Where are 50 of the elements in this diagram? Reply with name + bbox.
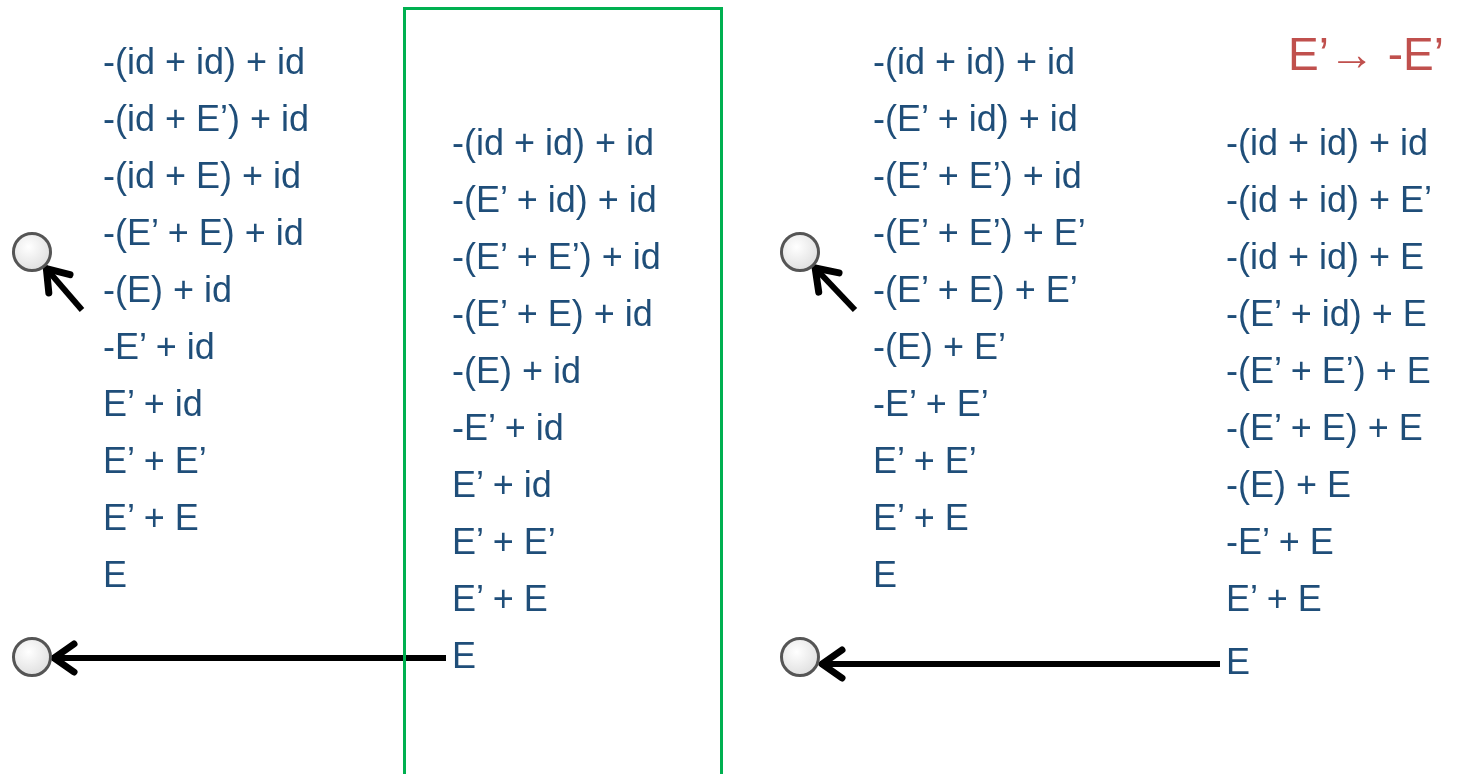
derivation-line: -(E) + id <box>452 349 582 393</box>
derivation-line: -(E) + E <box>1226 463 1351 507</box>
derivation-line: -(E’ + E) + E <box>1226 406 1423 450</box>
derivation-line: E’ + E’ <box>452 520 556 564</box>
derivation-line: -(id + id) + id <box>873 40 1076 84</box>
derivation-line: -(E’ + E’) + E <box>1226 349 1431 393</box>
derivation-line: -(E) + id <box>103 268 233 312</box>
derivation-line: E’ + E <box>452 577 548 621</box>
derivation-line: -(id + E’) + id <box>103 97 310 141</box>
derivation-line: -(E’ + id) + id <box>873 97 1078 141</box>
derivation-line: -(E’ + E) + E’ <box>873 268 1078 312</box>
derivation-line: -(id + E) + id <box>103 154 302 198</box>
derivation-line: -(id + id) + id <box>452 121 655 165</box>
derivation-line: -(id + id) + E’ <box>1226 178 1433 222</box>
derivation-line: E <box>452 634 476 678</box>
circle-marker <box>780 637 820 677</box>
derivation-line: E’ + id <box>452 463 552 507</box>
derivation-line: E <box>1226 640 1250 684</box>
derivation-line: -E’ + id <box>103 325 215 369</box>
circle-marker <box>12 637 52 677</box>
circle-marker <box>780 232 820 272</box>
derivation-line: -(id + id) + id <box>103 40 306 84</box>
derivation-line: E <box>873 553 897 597</box>
arrow <box>42 265 85 312</box>
arrow <box>811 264 858 313</box>
derivation-line: -E’ + E <box>1226 520 1334 564</box>
derivation-line: -(E’ + E) + id <box>452 292 653 336</box>
derivation-line: E’ + E’ <box>103 439 207 483</box>
derivation-line: -(E’ + E’) + id <box>873 154 1082 198</box>
derivation-line: -E’ + E’ <box>873 382 989 426</box>
derivation-line: -(E’ + E’) + E’ <box>873 211 1086 255</box>
derivation-line: -(E) + E’ <box>873 325 1006 369</box>
derivation-line: E’ + E <box>1226 577 1322 621</box>
arrow <box>818 646 1220 682</box>
derivation-line: E’ + E’ <box>873 439 977 483</box>
derivation-line: E’ + E <box>103 496 199 540</box>
derivation-line: -(E’ + E’) + id <box>452 235 661 279</box>
derivation-line: E’ + id <box>103 382 203 426</box>
derivation-line: -(id + id) + id <box>1226 121 1429 165</box>
derivation-line: E <box>103 553 127 597</box>
derivation-line: -E’ + id <box>452 406 564 450</box>
derivation-line: -(E’ + E) + id <box>103 211 304 255</box>
arrow <box>50 640 446 676</box>
derivation-line: -(E’ + id) + id <box>452 178 657 222</box>
highlight-box <box>403 7 723 774</box>
production-rule: E’→ -E’ <box>1288 28 1444 80</box>
derivation-line: E’ + E <box>873 496 969 540</box>
circle-marker <box>12 232 52 272</box>
derivation-line: -(id + id) + E <box>1226 235 1425 279</box>
derivation-line: -(E’ + id) + E <box>1226 292 1427 336</box>
